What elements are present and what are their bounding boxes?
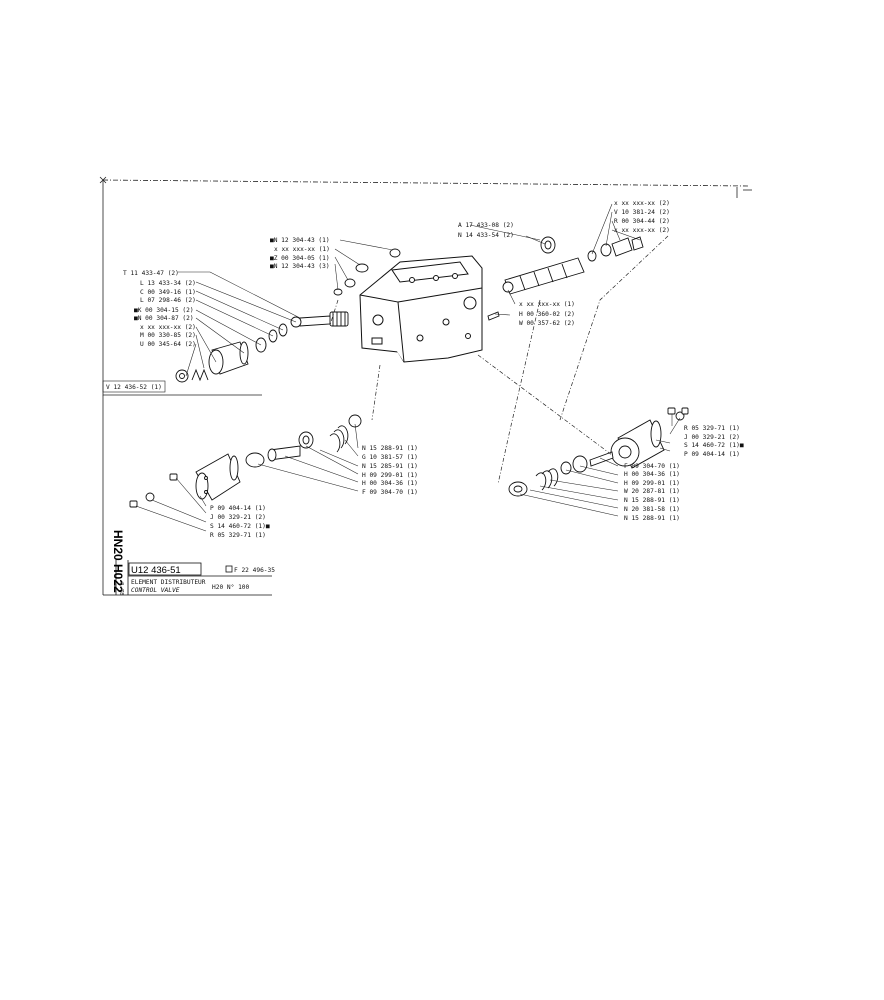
side-code: HN20 H022	[111, 530, 125, 593]
label-l13-433-34: L 13 433-34 (2)	[140, 280, 196, 287]
label-n12-304-43-1: ■N 12 304-43 (1)	[270, 237, 330, 244]
label-c-h00-304-36: H 00 304-36 (1)	[362, 480, 418, 487]
label-r-s14-460-72: S 14 460-72 (1)■	[684, 442, 744, 449]
label-z00-304-05: ■Z 00 304-05 (1)	[270, 255, 330, 262]
label-tr-xx-2: x xx xxx-xx (2)	[614, 227, 670, 234]
ref-number: F 22 496-35	[234, 567, 275, 574]
label-k00-304-15: ■K 00 304-15 (2)	[134, 307, 194, 314]
label-r-h00-304-36: H 00 304-36 (1)	[624, 471, 680, 478]
label-c-n15-288-91: N 15 288-91 (1)	[362, 445, 418, 452]
label-xx-1: x xx xxx-xx (1)	[274, 246, 330, 253]
frame-label: V 12 436-52 (1)	[106, 384, 162, 391]
label-c00-349-16: C 00 349-16 (1)	[140, 289, 196, 296]
label-t11-433-47: T 11 433-47 (2)	[123, 270, 179, 277]
side-date: 3-78	[118, 582, 124, 596]
label-c-n15-285-91: N 15 285-91 (1)	[362, 463, 418, 470]
part-number: U12 436-51	[131, 565, 181, 576]
label-c-f09-304-70: F 09 304-70 (1)	[362, 489, 418, 496]
label-l07-298-46: L 07 298-46 (2)	[140, 297, 196, 304]
label-c-h09-299-01: H 09 299-01 (1)	[362, 472, 418, 479]
lower-right-cap	[508, 407, 689, 497]
label-r00-304-44: R 00 304-44 (2)	[614, 218, 670, 225]
label-w00-357-62: W 00 357-62 (2)	[519, 320, 575, 327]
center-spring-stack	[245, 414, 362, 468]
label-l-s14-460-72: S 14 460-72 (1)■	[210, 523, 270, 530]
label-tr-xx-1: x xx xxx-xx (2)	[614, 200, 670, 207]
label-xx-2: x xx xxx-xx (2)	[140, 324, 196, 331]
label-l-p09-404-14: P 09 404-14 (1)	[210, 505, 266, 512]
label-n12-304-43-3: ■N 12 304-43 (3)	[270, 263, 330, 270]
label-r-n15-288-91b: N 15 288-91 (1)	[624, 515, 680, 522]
main-spool	[487, 236, 644, 321]
label-a17-433-08: A 17 433-08 (2)	[458, 222, 514, 229]
valve-body	[359, 255, 483, 363]
label-r-r05-329-71: R 05 329-71 (1)	[684, 425, 740, 432]
label-u00-345-64: U 00 345-64 (2)	[140, 341, 196, 348]
label-r-p09-404-14: P 09 404-14 (1)	[684, 451, 740, 458]
title-en: CONTROL VALVE	[131, 587, 180, 594]
label-r-w20-287-81: W 20 287-81 (1)	[624, 488, 680, 495]
label-c-g10-381-57: G 10 381-57 (1)	[362, 454, 418, 461]
label-n14-433-54: N 14 433-54 (2)	[458, 232, 514, 239]
label-n00-304-87: ■N 00 304-87 (2)	[134, 315, 194, 322]
label-r-n20-381-58: N 20 381-58 (1)	[624, 506, 680, 513]
drawing-frame	[99, 176, 752, 595]
label-r-h09-299-01: H 09 299-01 (1)	[624, 480, 680, 487]
label-v10-381-24: V 10 381-24 (2)	[614, 209, 670, 216]
label-l-j00-329-21: J 00 329-21 (2)	[210, 514, 266, 521]
label-m00-330-85: M 00 330-85 (2)	[140, 332, 196, 339]
model: H20 N° 100	[212, 583, 250, 591]
dash-lines	[329, 235, 669, 485]
leader-lines	[135, 203, 681, 532]
label-r-f09-304-70: F 09 304-70 (1)	[624, 463, 680, 470]
label-r-j00-329-21: J 00 329-21 (2)	[684, 434, 740, 441]
label-mid-xx: x xx xxx-xx (1)	[519, 301, 575, 308]
title-block	[103, 560, 272, 596]
label-h00-360-02: H 00 360-02 (2)	[519, 311, 575, 318]
title-fr: ELEMENT DISTRIBUTEUR	[131, 579, 206, 586]
label-l-r05-329-71: R 05 329-71 (1)	[210, 532, 266, 539]
frame-label-box	[102, 380, 166, 393]
label-r-n15-288-91: N 15 288-91 (1)	[624, 497, 680, 504]
lower-left-cap	[129, 453, 241, 508]
